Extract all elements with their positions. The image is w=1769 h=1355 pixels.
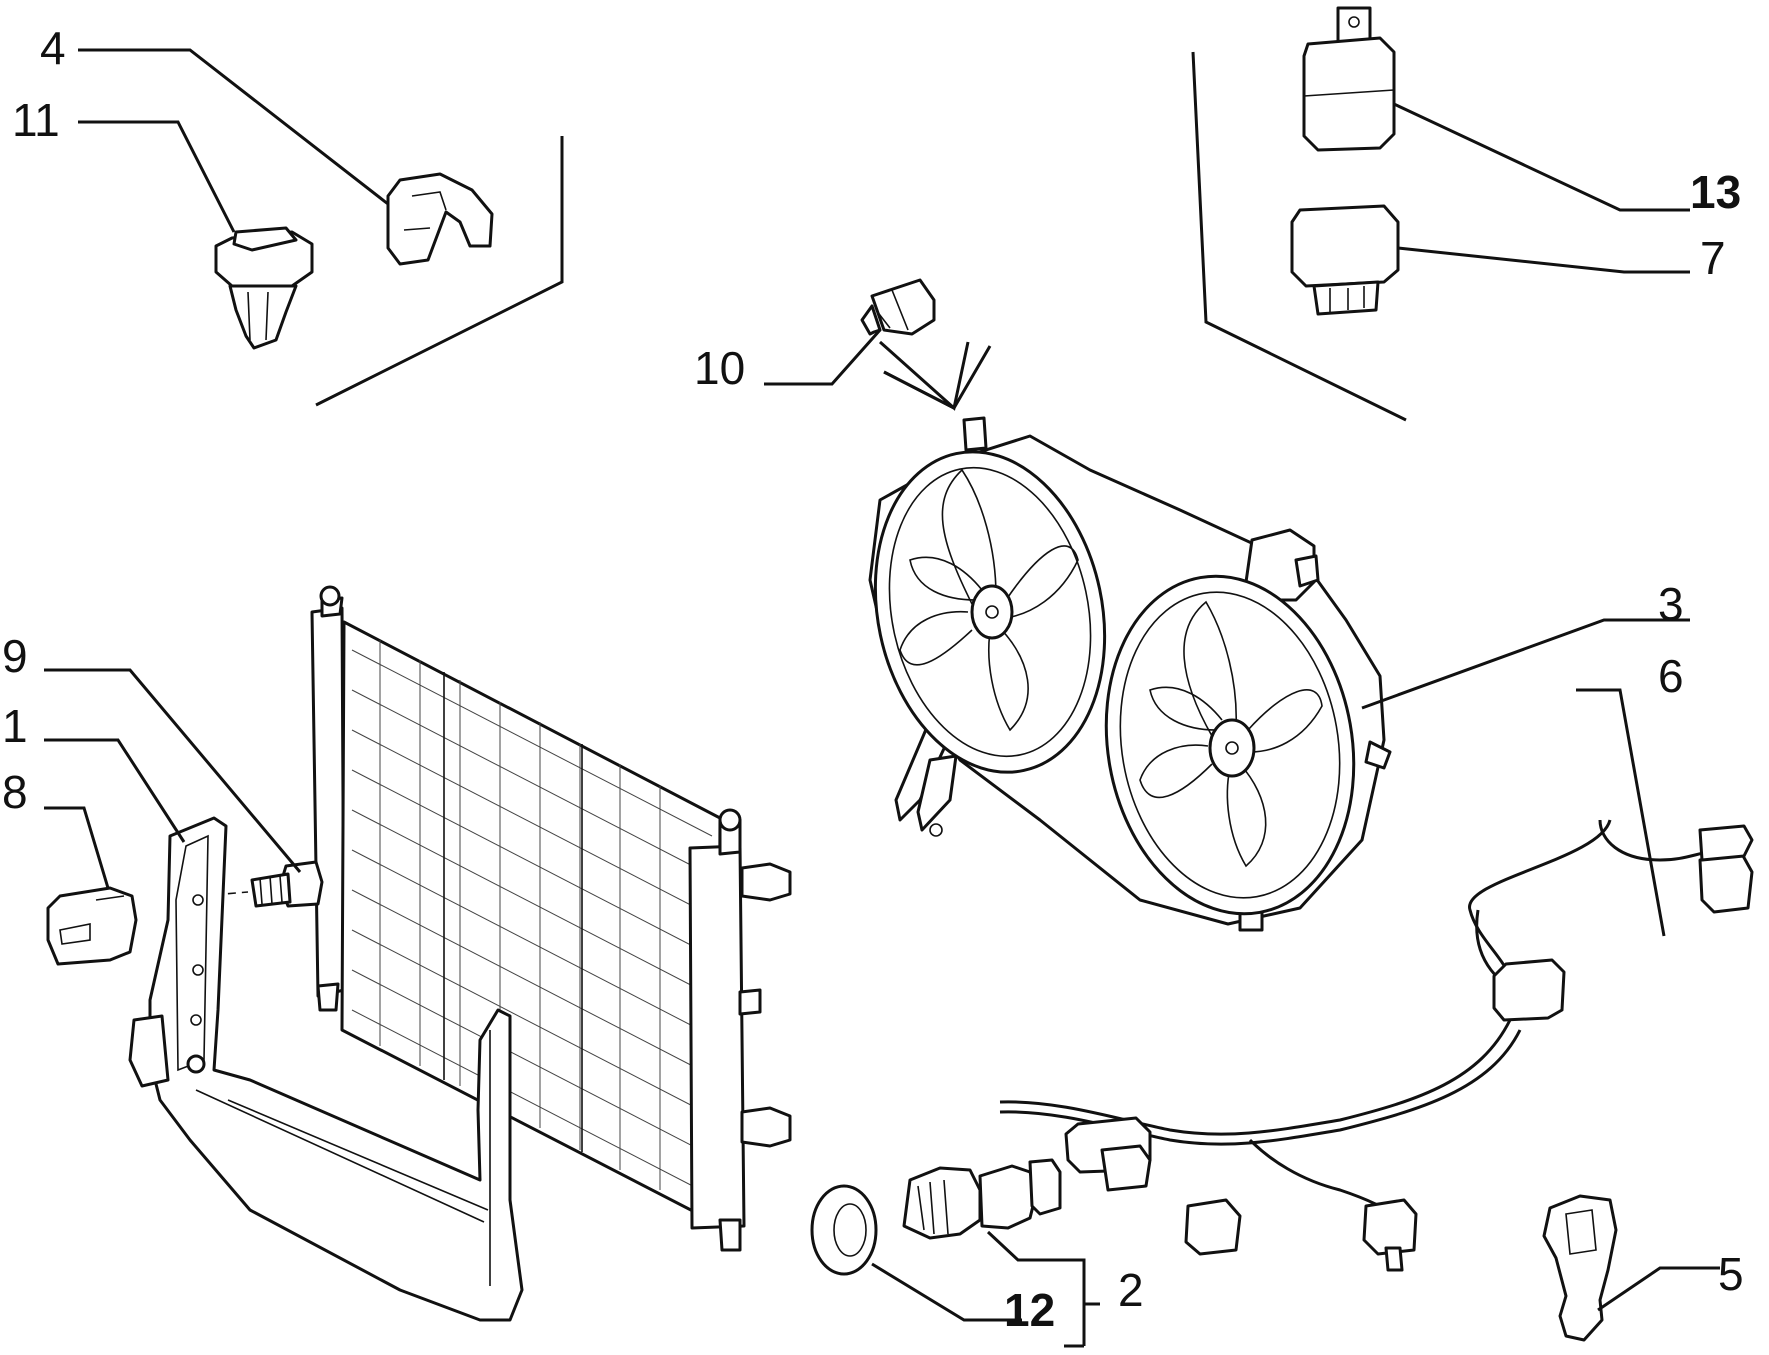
leader-11 — [78, 120, 236, 233]
separator-top-left — [315, 136, 564, 407]
radiator — [310, 585, 792, 1252]
part-11-push-clip — [214, 226, 314, 350]
part-9-drain-plug — [199, 860, 324, 908]
leader-10 — [764, 329, 882, 386]
part-3-fan-assembly — [868, 416, 1392, 932]
callout-2: 2 — [1118, 1264, 1144, 1316]
callout-8: 8 — [2, 766, 28, 818]
part-13-relay — [1302, 6, 1396, 152]
callout-11: 11 — [12, 94, 60, 146]
part-1-air-deflector — [128, 816, 524, 1322]
part-12-washer — [810, 1184, 878, 1276]
leader-10-fan — [879, 340, 970, 411]
callout-6: 6 — [1658, 650, 1684, 702]
part-4-hose-clip — [386, 172, 494, 266]
part-7-relay — [1290, 204, 1400, 316]
leader-4 — [78, 48, 389, 206]
part-5-cable-clip — [1542, 1194, 1618, 1342]
callout-13: 13 — [1690, 166, 1741, 218]
callout-4: 4 — [40, 22, 66, 74]
leader-12 — [871, 1262, 1022, 1322]
callout-10: 10 — [694, 342, 745, 394]
leader-1 — [44, 738, 186, 843]
separator-top-right — [1191, 51, 1407, 422]
leader-9 — [44, 668, 302, 873]
leader-6 — [1576, 688, 1666, 937]
leader-13 — [1393, 102, 1690, 212]
callout-7: 7 — [1700, 232, 1726, 284]
callout-5: 5 — [1718, 1248, 1744, 1300]
part-6-wiring-harness — [999, 819, 1754, 1272]
part-2-thermal-switch — [902, 1158, 1062, 1240]
callout-labels: 4 11 10 13 7 3 6 9 1 8 2 12 5 — [2, 22, 1744, 1336]
leader-5 — [1597, 1266, 1720, 1312]
callout-3: 3 — [1658, 578, 1684, 630]
callout-12: 12 — [1004, 1284, 1055, 1336]
part-10-bolt — [860, 278, 936, 336]
callout-1: 1 — [2, 700, 28, 752]
callout-9: 9 — [2, 630, 28, 682]
leader-3 — [1361, 618, 1690, 710]
leader-8 — [44, 806, 110, 889]
leader-2-bracket — [1064, 1302, 1100, 1348]
part-8-rubber-mount — [46, 886, 138, 966]
leader-7 — [1397, 246, 1690, 274]
leader-lines — [44, 48, 1720, 1348]
